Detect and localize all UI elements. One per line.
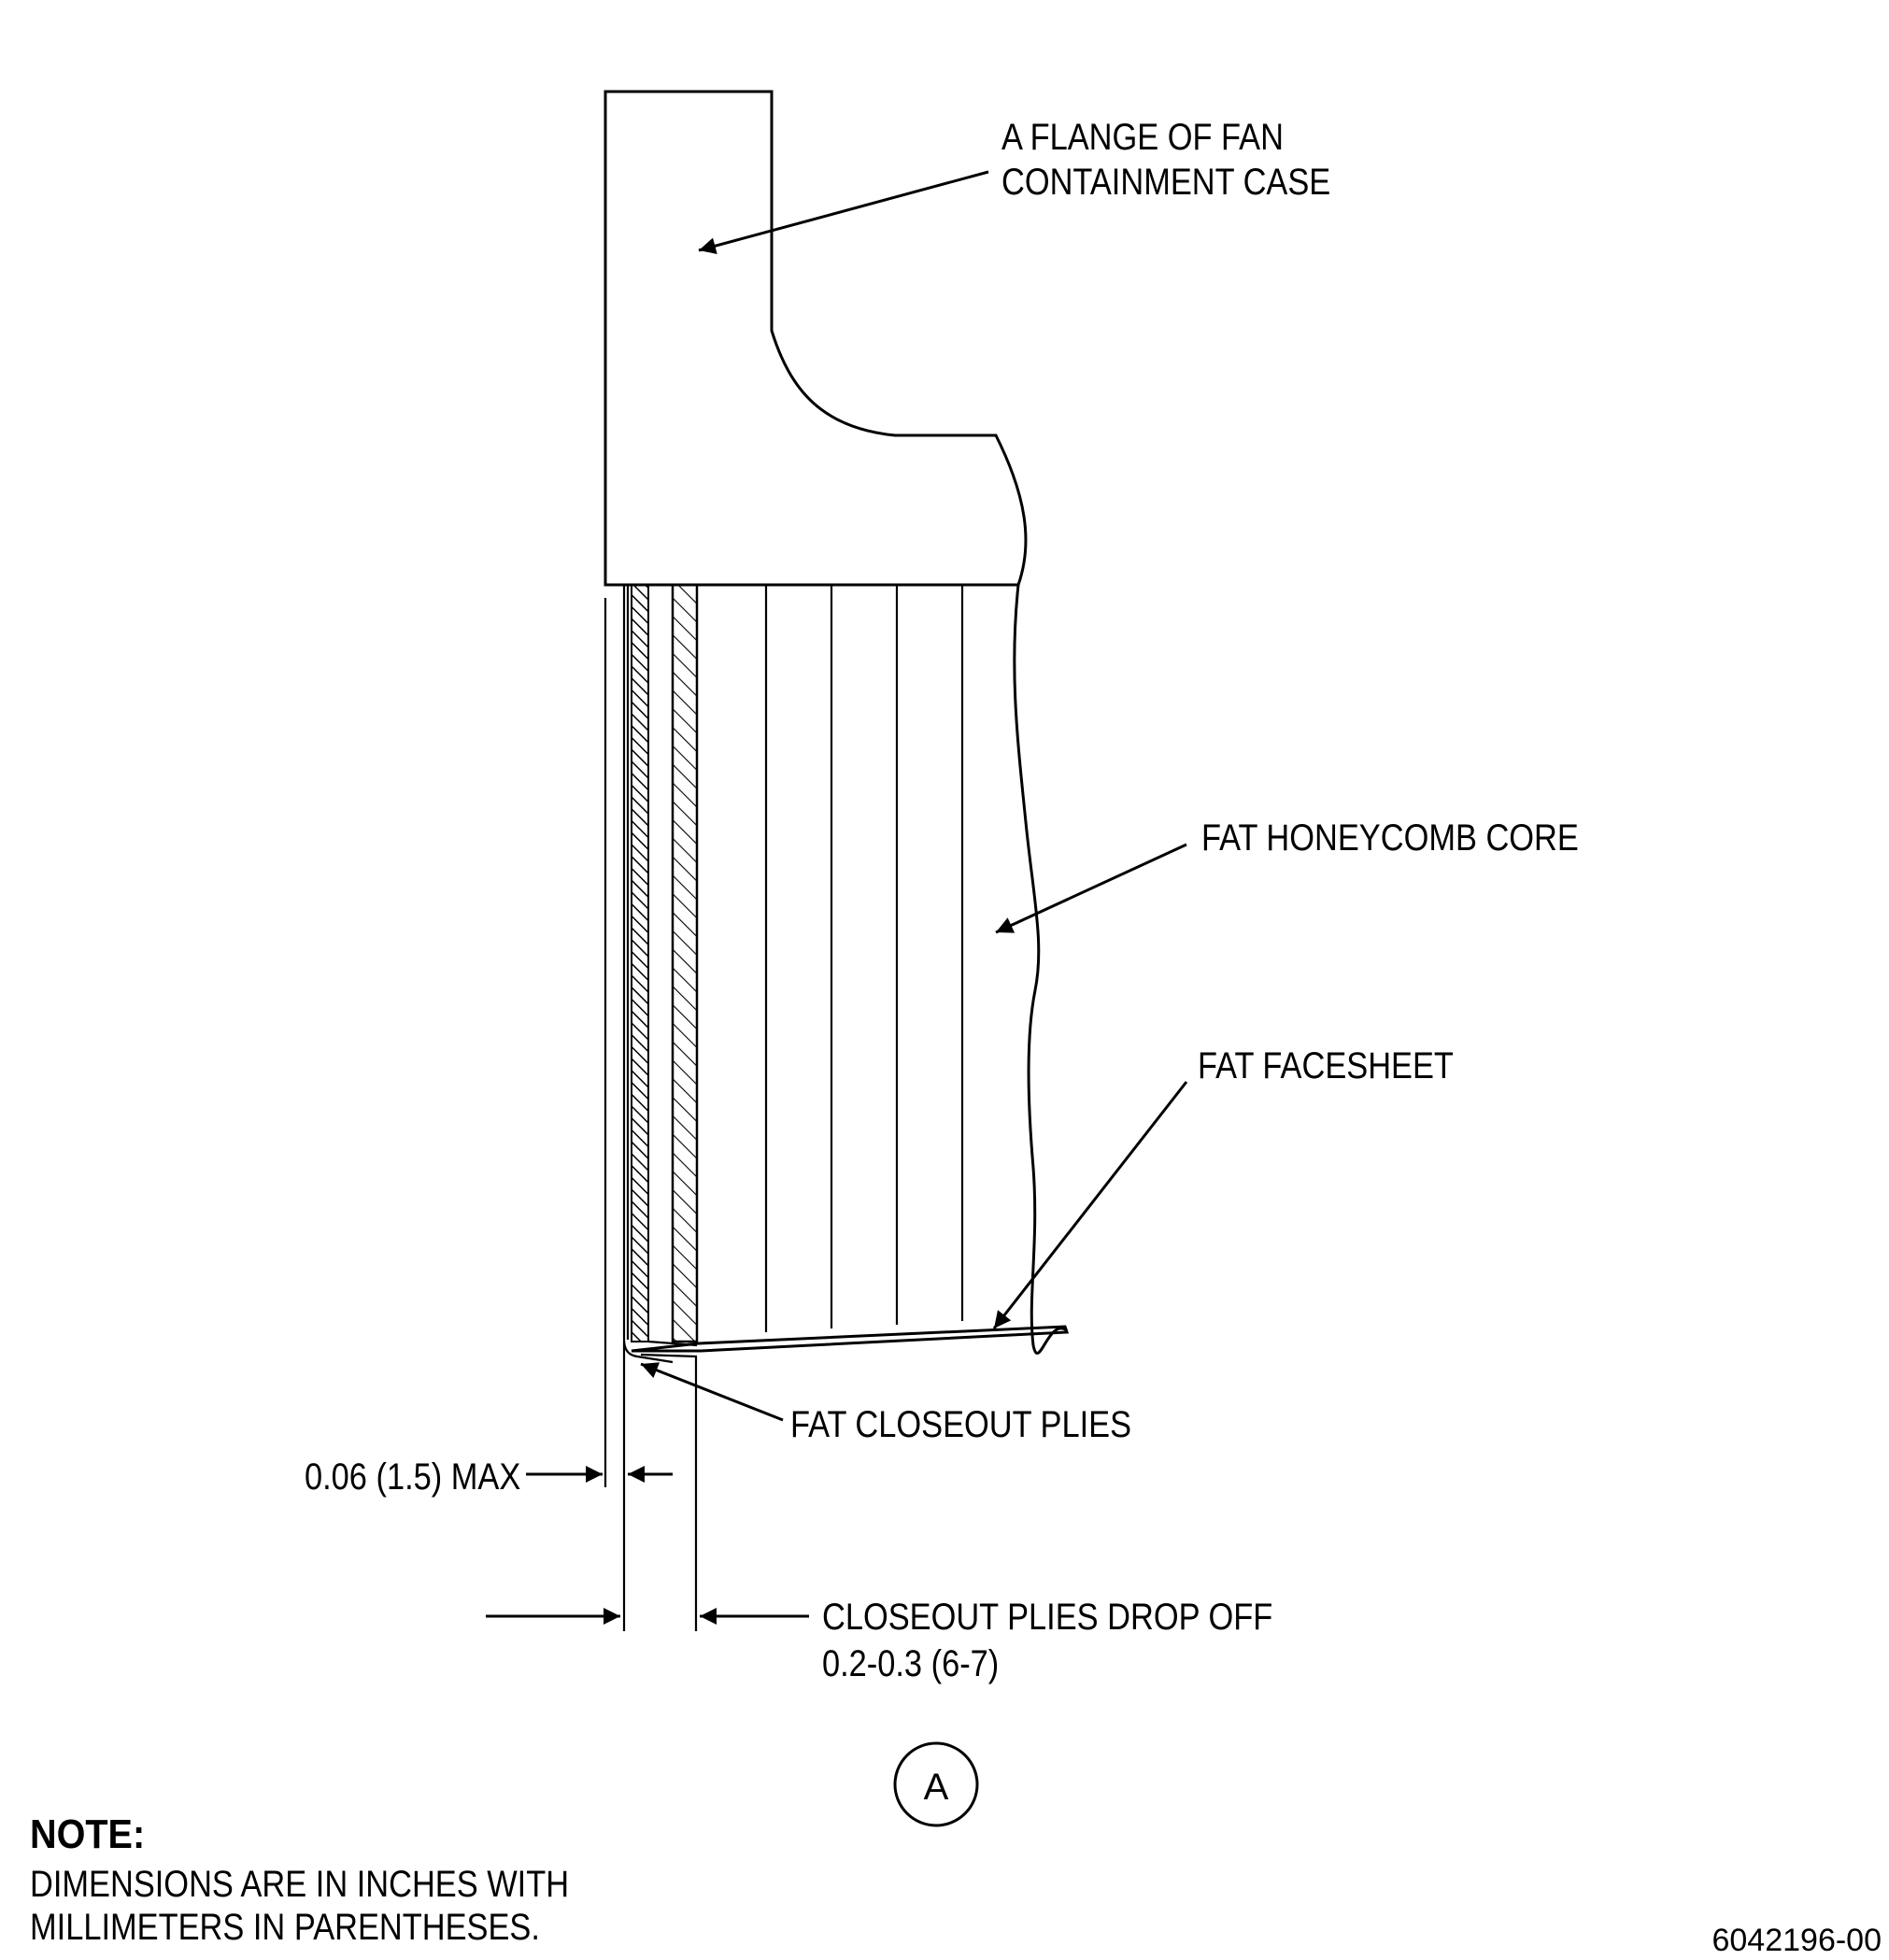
- closeout-leader-arrow: [640, 1362, 784, 1422]
- max-gap-dimension: [526, 598, 698, 1631]
- closeout-ply-inner: [671, 583, 699, 1343]
- dropoff-label-line2: 0.2-0.3 (6-7): [822, 1642, 999, 1684]
- honeycomb-leader-arrow: [995, 843, 1187, 934]
- view-label-a: A: [893, 1741, 979, 1827]
- dropoff-label-line1: CLOSEOUT PLIES DROP OFF: [822, 1596, 1272, 1638]
- flange-leader-arrow: [698, 170, 989, 254]
- figure-id: 6042196-00: [1711, 1923, 1882, 1958]
- flange-label-line1: A FLANGE OF FAN: [1001, 116, 1284, 158]
- closeout-label: FAT CLOSEOUT PLIES: [790, 1403, 1131, 1445]
- facesheet-leader-arrow: [992, 1081, 1188, 1329]
- view-label-text: A: [924, 1767, 949, 1808]
- closeout-plies: [622, 583, 699, 1364]
- note-line1: DIMENSIONS ARE IN INCHES WITH: [30, 1863, 569, 1905]
- honeycomb-core: [605, 583, 1068, 1355]
- flange-outline: [604, 90, 1028, 587]
- note-line2: MILLIMETERS IN PARENTHESES.: [30, 1906, 540, 1948]
- closeout-ply-outer: [631, 584, 649, 1342]
- facesheet: [631, 1325, 1070, 1358]
- max-gap-label: 0.06 (1.5) MAX: [305, 1456, 520, 1498]
- honeycomb-label: FAT HONEYCOMB CORE: [1201, 817, 1579, 859]
- flange-label-line2: CONTAINMENT CASE: [1001, 161, 1330, 203]
- honeycomb-break-line: [1013, 584, 1068, 1355]
- facesheet-label: FAT FACESHEET: [1198, 1044, 1454, 1087]
- note-heading: NOTE:: [30, 1811, 145, 1856]
